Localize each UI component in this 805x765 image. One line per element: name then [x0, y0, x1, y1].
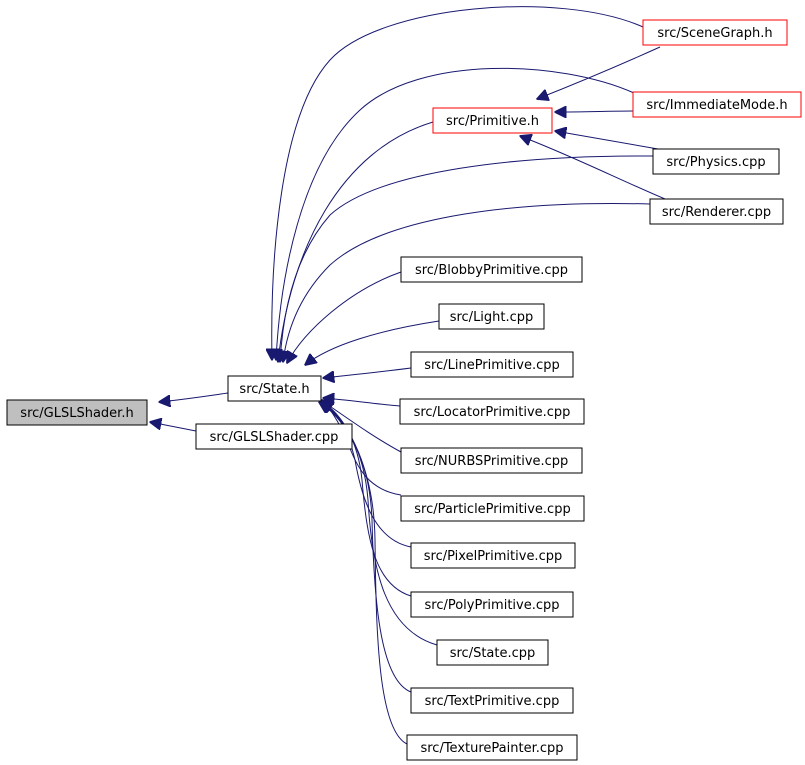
node-label: src/PixelPrimitive.cpp	[424, 549, 562, 564]
node-label: src/Renderer.cpp	[662, 205, 771, 220]
node-label: src/State.cpp	[450, 646, 536, 661]
node-src-glslshader-cpp[interactable]: src/GLSLShader.cpp	[195, 423, 353, 450]
node-label: src/PolyPrimitive.cpp	[424, 598, 559, 613]
node-label: src/GLSLShader.cpp	[210, 430, 339, 445]
node-label: src/TexturePainter.cpp	[420, 741, 563, 756]
node-src-state-cpp[interactable]: src/State.cpp	[436, 639, 549, 666]
edge-locatorprimitive-cpp-to-state-h	[323, 398, 401, 407]
edge-physics-cpp-to-primitive-h	[555, 131, 659, 150]
node-label: src/ImmediateMode.h	[646, 98, 787, 113]
node-label: src/LinePrimitive.cpp	[424, 358, 559, 373]
node-src-pixelprimitive-cpp[interactable]: src/PixelPrimitive.cpp	[410, 542, 576, 569]
edge-state-h-to-glslshader-h	[159, 392, 229, 402]
node-label: src/TextPrimitive.cpp	[425, 694, 560, 709]
edge-glslshader-cpp-to-glslshader-h	[150, 422, 197, 432]
node-src-immediatemode-h[interactable]: src/ImmediateMode.h	[632, 91, 802, 118]
edge-scenegraph-h-to-state-h	[272, 6, 644, 360]
node-src-glslshader-h[interactable]: src/GLSLShader.h	[6, 399, 148, 426]
file-nodes: src/GLSLShader.h src/State.h src/GLSLSha…	[6, 19, 802, 761]
node-label: src/SceneGraph.h	[657, 26, 772, 41]
node-src-particleprimitive-cpp[interactable]: src/ParticlePrimitive.cpp	[400, 495, 585, 522]
node-src-nurbsprimitive-cpp[interactable]: src/NURBSPrimitive.cpp	[400, 447, 583, 474]
node-label: src/GLSLShader.h	[20, 406, 133, 421]
node-src-physics-cpp[interactable]: src/Physics.cpp	[652, 148, 780, 175]
node-label: src/State.h	[239, 382, 309, 397]
node-label: src/Light.cpp	[450, 310, 534, 325]
node-label: src/Physics.cpp	[666, 155, 765, 170]
node-label: src/Primitive.h	[446, 114, 539, 129]
edge-renderer-cpp-to-primitive-h	[520, 136, 666, 200]
edge-light-cpp-to-state-h	[305, 320, 440, 365]
edge-scenegraph-h-to-primitive-h	[537, 46, 661, 99]
node-src-locatorprimitive-cpp[interactable]: src/LocatorPrimitive.cpp	[399, 398, 585, 425]
node-src-state-h[interactable]: src/State.h	[227, 375, 322, 402]
edge-texturepainter-cpp-to-state-h	[319, 402, 408, 745]
node-label: src/NURBSPrimitive.cpp	[415, 454, 569, 469]
node-label: src/LocatorPrimitive.cpp	[414, 405, 571, 420]
edge-lineprimitive-cpp-to-state-h	[323, 367, 412, 378]
node-src-texturepainter-cpp[interactable]: src/TexturePainter.cpp	[406, 734, 578, 761]
edge-immediatemode-h-to-state-h	[276, 67, 635, 360]
edge-blobbyprimitive-cpp-to-state-h	[287, 271, 402, 363]
node-label: src/BlobbyPrimitive.cpp	[415, 263, 568, 278]
edge-immediatemode-h-to-primitive-h	[555, 111, 634, 112]
node-src-textprimitive-cpp[interactable]: src/TextPrimitive.cpp	[410, 687, 574, 714]
node-src-lineprimitive-cpp[interactable]: src/LinePrimitive.cpp	[410, 351, 574, 378]
edge-renderer-cpp-to-state-h	[283, 203, 651, 362]
node-src-primitive-h[interactable]: src/Primitive.h	[432, 107, 553, 134]
node-src-polyprimitive-cpp[interactable]: src/PolyPrimitive.cpp	[410, 591, 574, 618]
edge-physics-cpp-to-state-h	[280, 155, 654, 362]
node-src-scenegraph-h[interactable]: src/SceneGraph.h	[642, 19, 788, 46]
node-src-light-cpp[interactable]: src/Light.cpp	[438, 303, 545, 330]
dependency-edges	[150, 6, 666, 745]
node-src-renderer-cpp[interactable]: src/Renderer.cpp	[649, 198, 784, 225]
edge-polyprimitive-cpp-to-state-h	[322, 401, 412, 597]
node-src-blobbyprimitive-cpp[interactable]: src/BlobbyPrimitive.cpp	[400, 256, 583, 283]
node-label: src/ParticlePrimitive.cpp	[414, 502, 570, 517]
